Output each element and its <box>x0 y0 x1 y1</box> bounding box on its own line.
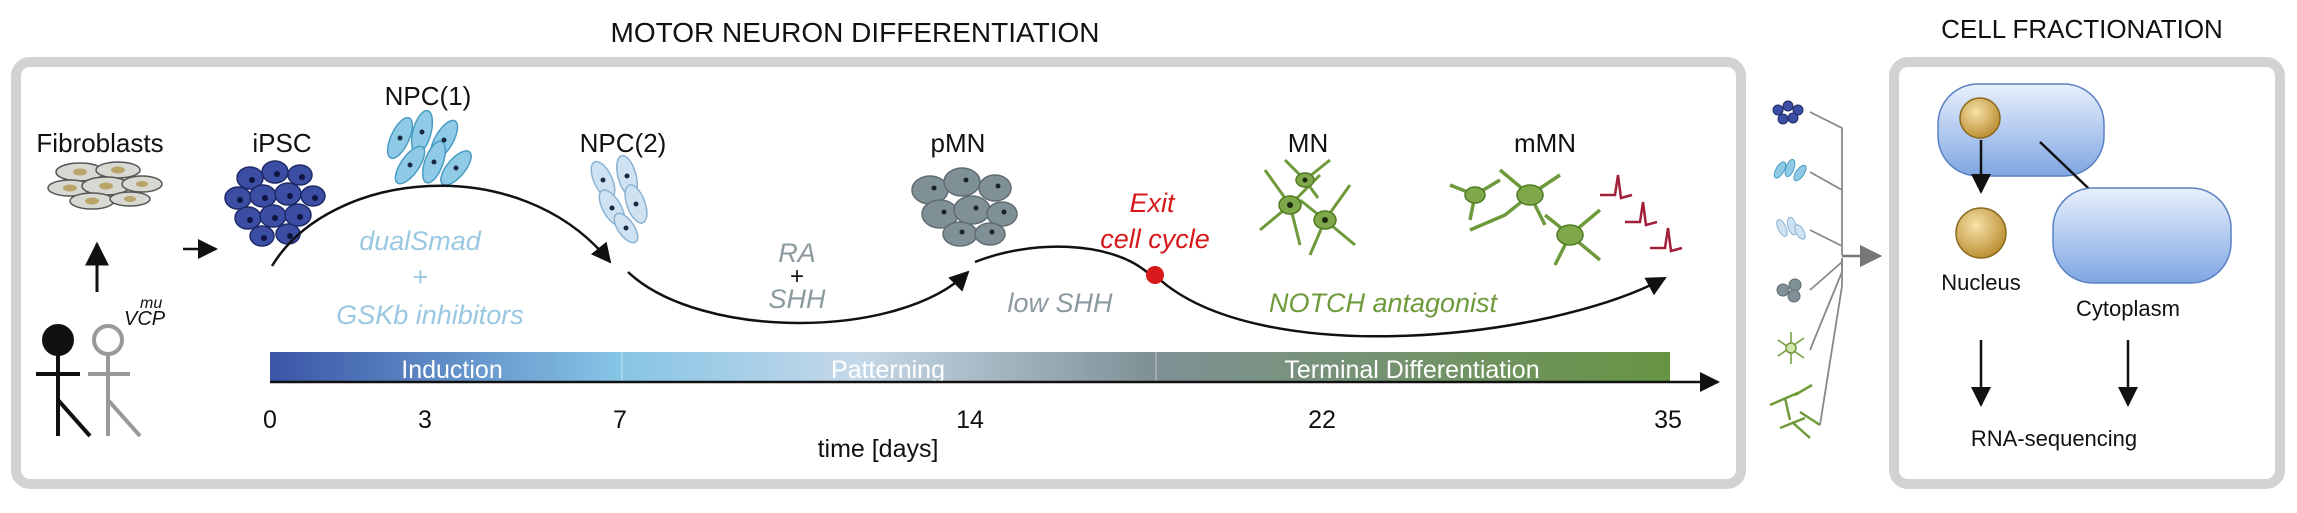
npc2-cells-icon <box>590 154 648 244</box>
phase-induction: Induction <box>401 356 502 384</box>
sample-mn-icon <box>1777 332 1805 364</box>
phase-bar <box>270 352 1670 382</box>
isolated-cytoplasm-icon <box>2052 187 2232 284</box>
tick-3: 3 <box>418 406 432 434</box>
treatment-plus-1: + <box>412 262 428 292</box>
tick-14: 14 <box>956 406 984 434</box>
tick-0: 0 <box>263 406 277 434</box>
sample-npc1-icon <box>1773 158 1807 182</box>
npc1-cells-icon <box>386 109 472 186</box>
fibroblast-cells-icon <box>47 161 163 210</box>
mn-nuclei <box>1287 177 1328 223</box>
main-panel-frame <box>11 57 1746 489</box>
cytoplasm-label: Cytoplasm <box>2076 296 2180 321</box>
sample-npc2-icon <box>1776 216 1806 240</box>
npc1-nuclei <box>397 129 459 171</box>
stage-ipsc: iPSC <box>252 128 311 158</box>
mmn-neurons-icon <box>1449 168 1602 266</box>
rnaseq-label: RNA-sequencing <box>1971 426 2137 451</box>
sample-ipsc-icon <box>1772 100 1804 125</box>
ipsc-nuclei <box>237 171 318 241</box>
stage-mn: MN <box>1288 128 1328 158</box>
genotype-vcp: VCP <box>124 308 166 330</box>
sample-pooling-lines <box>1809 111 1843 426</box>
treatment-shh: SHH <box>768 284 826 314</box>
phase-patterning: Patterning <box>831 356 945 384</box>
npc2-nuclei <box>600 173 639 231</box>
exit-label-line2: cell cycle <box>1100 224 1210 254</box>
stage-fibroblasts: Fibroblasts <box>36 128 163 158</box>
stage-npc2: NPC(2) <box>580 128 667 158</box>
whole-cell-nucleus-icon <box>1959 97 2001 139</box>
stage-mmn: mMN <box>1514 128 1576 158</box>
trajectory-commitment <box>974 245 1149 274</box>
healthy-donor-icon <box>36 324 92 438</box>
tick-22: 22 <box>1308 406 1336 434</box>
exit-label-line1: Exit <box>1129 188 1176 218</box>
main-title: MOTOR NEURON DIFFERENTIATION <box>611 17 1100 48</box>
fibroblast-nuclei <box>63 166 148 205</box>
genotype-mu: mu <box>140 295 162 312</box>
isolated-nucleus-icon <box>1955 207 2007 259</box>
pmn-nuclei <box>931 177 1007 235</box>
axis-label: time [days] <box>818 435 939 463</box>
fractionation-title: CELL FRACTIONATION <box>1941 14 2223 44</box>
tick-35: 35 <box>1654 406 1682 434</box>
fractionation-panel-frame <box>1889 57 2285 489</box>
trajectory-induction <box>270 184 612 267</box>
exit-cell-cycle-point <box>1146 266 1164 284</box>
treatment-notch: NOTCH antagonist <box>1269 288 1499 318</box>
sample-mmn-icon <box>1769 383 1821 439</box>
treatment-dualsmad: dualSmad <box>359 226 482 256</box>
mmn-somata <box>1464 184 1584 246</box>
vcp-patient-icon <box>88 324 142 438</box>
tick-7: 7 <box>613 406 627 434</box>
treatment-ra: RA <box>778 238 816 268</box>
treatment-low-shh: low SHH <box>1007 288 1113 318</box>
whole-cell-icon <box>1937 83 2105 177</box>
phase-terminal: Terminal Differentiation <box>1284 356 1539 384</box>
treatment-gskb: GSKb inhibitors <box>336 300 524 330</box>
mn-neurons-icon <box>1259 158 1356 256</box>
action-potential-traces-icon <box>1600 174 1683 253</box>
trajectory-patterning <box>627 270 970 325</box>
stage-pmn: pMN <box>931 128 986 158</box>
treatment-plus-2: + <box>790 263 804 290</box>
pmn-cells-icon <box>911 167 1018 247</box>
sample-pmn-icon <box>1776 278 1802 303</box>
nucleus-label: Nucleus <box>1941 270 2020 295</box>
trajectory-maturation <box>1157 276 1667 338</box>
stage-npc1: NPC(1) <box>385 81 472 111</box>
